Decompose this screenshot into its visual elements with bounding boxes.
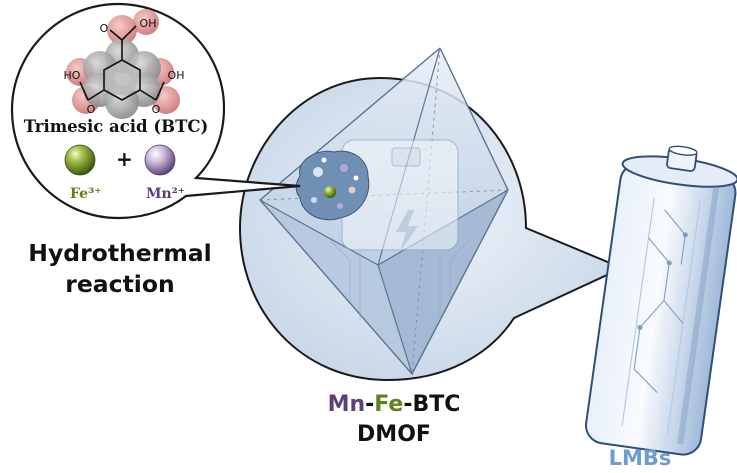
product-fe: Fe [374,392,404,417]
product-mn: Mn [327,392,366,417]
product-dash: - [365,392,375,417]
product-label: Mn-Fe-BTC DMOF [290,390,498,450]
molecule-name: Trimesic acid (BTC) [23,117,209,136]
btc-molecule: O OH HO O O OH [64,9,185,119]
fe-ion-sphere [64,144,96,176]
product-line-1: Mn-Fe-BTC [290,390,498,420]
o-label-left: O [87,103,96,116]
product-btc: -BTC [403,392,461,417]
application-label: LMBs [608,446,672,470]
process-line-1: Hydrothermal [28,239,212,267]
octahedron-crystal [259,47,509,376]
fe-ion-label: Fe³⁺ [70,186,102,202]
battery-icon [584,145,737,456]
o-label-right: O [152,103,161,116]
mof-particle [295,150,370,221]
ho-label-left: HO [64,69,81,82]
product-line-2: DMOF [357,422,431,447]
process-label: Hydrothermal reaction [4,238,236,300]
mn-ion-label: Mn²⁺ [146,186,186,202]
oh-label-top: OH [140,17,157,30]
process-line-2: reaction [65,270,175,298]
oh-label-right: OH [168,69,185,82]
mn-ion-sphere [144,144,176,176]
o-label-top: O [100,22,109,35]
plus-sign: + [116,147,133,171]
